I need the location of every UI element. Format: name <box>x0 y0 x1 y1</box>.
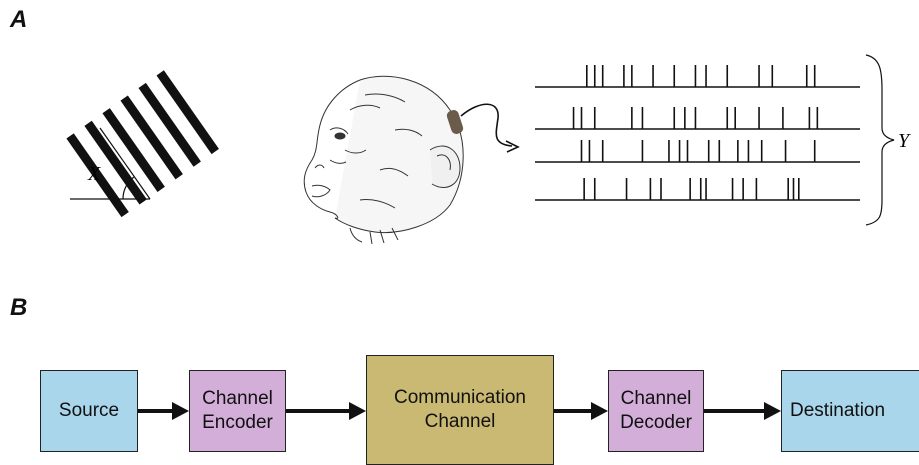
spike-trains <box>535 65 860 201</box>
arrow-encoder-to-channel <box>286 402 366 420</box>
grating-stimulus <box>66 70 219 218</box>
panel-b-label: B <box>10 294 28 321</box>
arrow-source-to-encoder <box>138 402 189 420</box>
response-brace <box>865 54 895 226</box>
arrow-decoder-to-destination <box>704 402 781 420</box>
channel-decoder-box: Channel Decoder <box>608 370 704 452</box>
response-variable-label: Y <box>898 130 911 152</box>
source-label: Source <box>58 400 120 421</box>
communication-channel-box: Communication Channel <box>366 355 554 465</box>
stimulus-variable-label: X <box>87 163 101 185</box>
monkey-head-illustration <box>303 75 464 245</box>
destination-label: Destination <box>790 400 886 421</box>
channel-encoder-box: Channel Encoder <box>189 370 286 452</box>
panel-a-label: A <box>10 6 28 33</box>
channel-decoder-label: Channel Decoder <box>620 388 692 433</box>
recording-electrode <box>446 103 520 153</box>
panel-a-figure: X Y <box>66 54 911 245</box>
channel-encoder-label: Channel Encoder <box>202 388 273 433</box>
destination-box: Destination <box>781 370 919 452</box>
source-box: Source <box>40 370 138 452</box>
communication-channel-label: Communication Channel <box>394 387 526 432</box>
orientation-angle <box>70 127 151 200</box>
arrow-channel-to-decoder <box>554 402 608 420</box>
